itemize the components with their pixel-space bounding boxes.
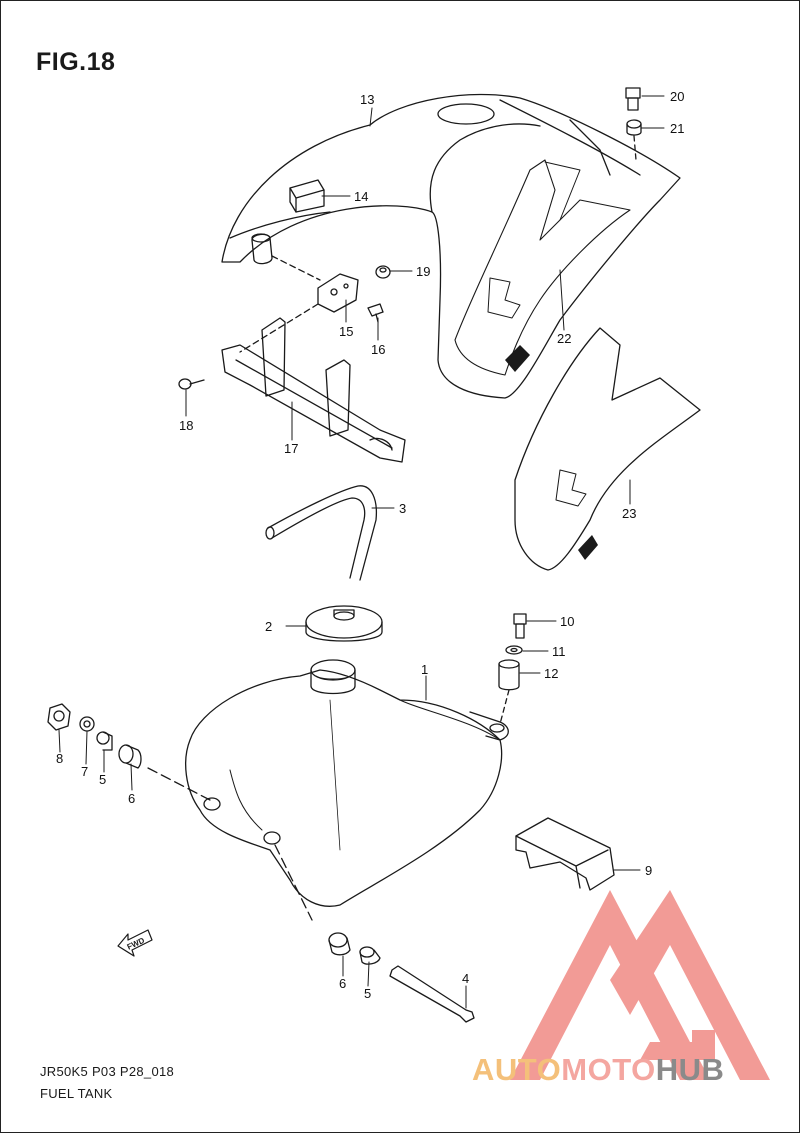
fwd-label: FWD xyxy=(126,936,147,952)
callout-10: 10 xyxy=(560,614,574,629)
part-5-collar-upper xyxy=(96,731,113,751)
part-1-fuel-tank xyxy=(147,659,509,921)
figure-code: JR50K5 P03 P28_018 xyxy=(40,1064,175,1079)
part-10-bolt xyxy=(513,613,527,639)
shroud-grommets xyxy=(251,233,321,281)
part-3-hose xyxy=(265,485,378,581)
leader-lines xyxy=(58,95,665,1009)
part-23-side-decal xyxy=(514,327,701,571)
part-18-screw xyxy=(178,378,205,390)
watermark-logo xyxy=(510,890,770,1080)
callout-6-lower: 6 xyxy=(339,976,346,991)
callout-12: 12 xyxy=(544,666,558,681)
part-9-mount-rubber xyxy=(515,817,615,891)
callout-5-lower: 5 xyxy=(364,986,371,1001)
callout-5-upper: 5 xyxy=(99,772,106,787)
callout-22: 22 xyxy=(557,331,571,346)
figure-name: FUEL TANK xyxy=(40,1086,113,1101)
part-12-collar xyxy=(498,659,520,725)
part-7-washer xyxy=(79,716,95,732)
callout-4: 4 xyxy=(462,971,469,986)
watermark-moto: MOTO xyxy=(561,1052,656,1087)
callout-9: 9 xyxy=(645,863,652,878)
part-5-collar-lower xyxy=(359,946,381,965)
figure-title: FIG.18 xyxy=(36,48,116,76)
part-14-cushion xyxy=(289,179,325,213)
watermark-text: AUTOMOTOHUB xyxy=(472,1052,724,1088)
part-4-long-bolt xyxy=(389,965,475,1023)
part-21-collar xyxy=(626,119,642,161)
watermark-hub: HUB xyxy=(655,1052,725,1087)
callout-23: 23 xyxy=(622,506,636,521)
part-2-fuel-cap xyxy=(305,605,383,642)
watermark-auto: AUTO xyxy=(472,1052,562,1087)
callout-7: 7 xyxy=(81,764,88,779)
part-13-shroud xyxy=(221,93,681,399)
callout-6-upper: 6 xyxy=(128,791,135,806)
callout-8: 8 xyxy=(56,751,63,766)
callout-1: 1 xyxy=(421,662,428,677)
callout-14: 14 xyxy=(354,189,368,204)
callout-11: 11 xyxy=(552,644,566,659)
part-15-bracket xyxy=(239,273,359,353)
callout-17: 17 xyxy=(284,441,298,456)
part-20-bolt xyxy=(625,87,641,111)
part-17-frame-bracket xyxy=(221,317,406,463)
part-16-screw xyxy=(367,303,384,323)
part-22-decal xyxy=(544,161,581,221)
callout-18: 18 xyxy=(179,418,193,433)
part-callouts: 13 14 19 15 16 20 21 22 23 18 17 3 2 1 1… xyxy=(56,89,684,1001)
part-8-nut xyxy=(47,703,71,731)
callout-3: 3 xyxy=(399,501,406,516)
callout-21: 21 xyxy=(670,121,684,136)
part-11-washer xyxy=(505,645,523,655)
callout-20: 20 xyxy=(670,89,684,104)
callout-19: 19 xyxy=(416,264,430,279)
callout-15: 15 xyxy=(339,324,353,339)
callout-2: 2 xyxy=(265,619,272,634)
forward-direction-arrow xyxy=(117,929,153,957)
callout-16: 16 xyxy=(371,342,385,357)
part-19-nut xyxy=(375,265,391,279)
part-6-grommet-upper xyxy=(118,744,142,769)
callout-13: 13 xyxy=(360,92,374,107)
part-6-grommet-lower xyxy=(328,932,351,956)
